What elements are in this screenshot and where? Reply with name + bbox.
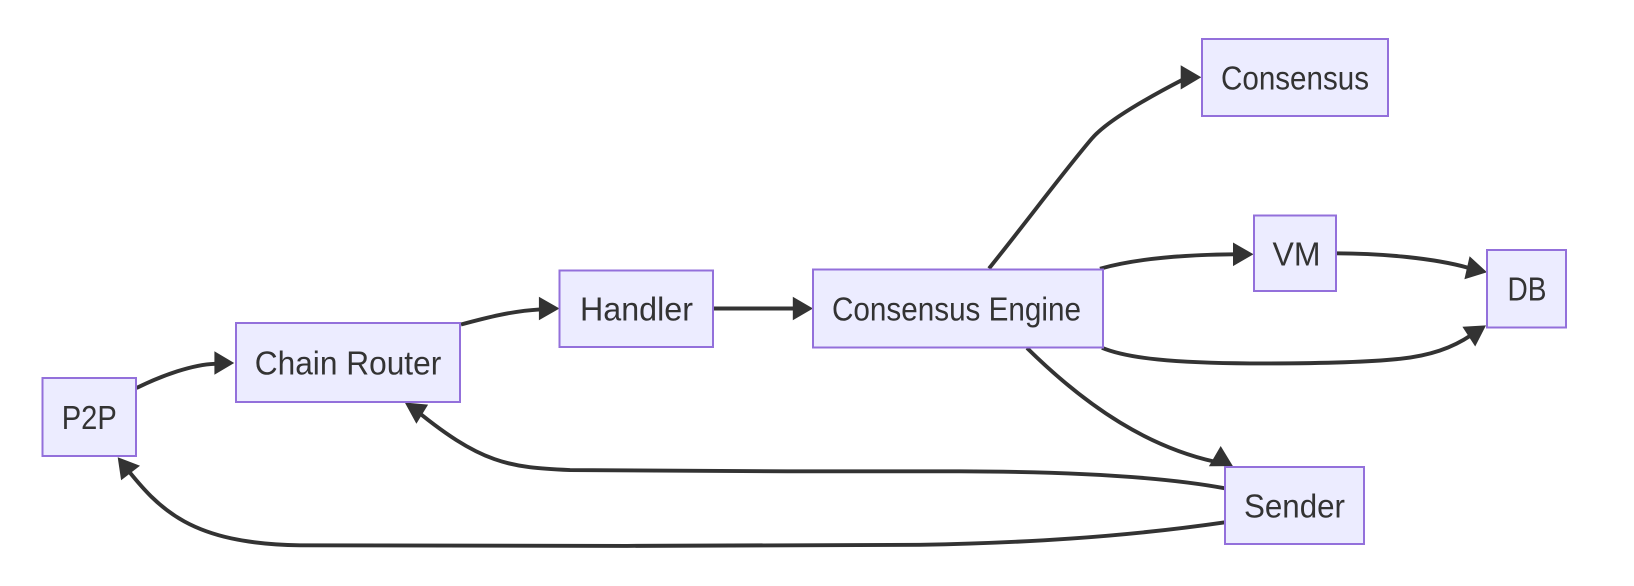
svg-text:Sender: Sender [1244, 488, 1345, 525]
svg-text:Chain Router: Chain Router [255, 345, 442, 382]
svg-text:VM: VM [1273, 236, 1321, 273]
svg-text:Consensus: Consensus [1221, 60, 1369, 97]
svg-text:DB: DB [1508, 271, 1547, 308]
svg-text:Consensus Engine: Consensus Engine [832, 291, 1081, 328]
svg-text:P2P: P2P [62, 399, 117, 436]
svg-text:Handler: Handler [580, 291, 693, 328]
